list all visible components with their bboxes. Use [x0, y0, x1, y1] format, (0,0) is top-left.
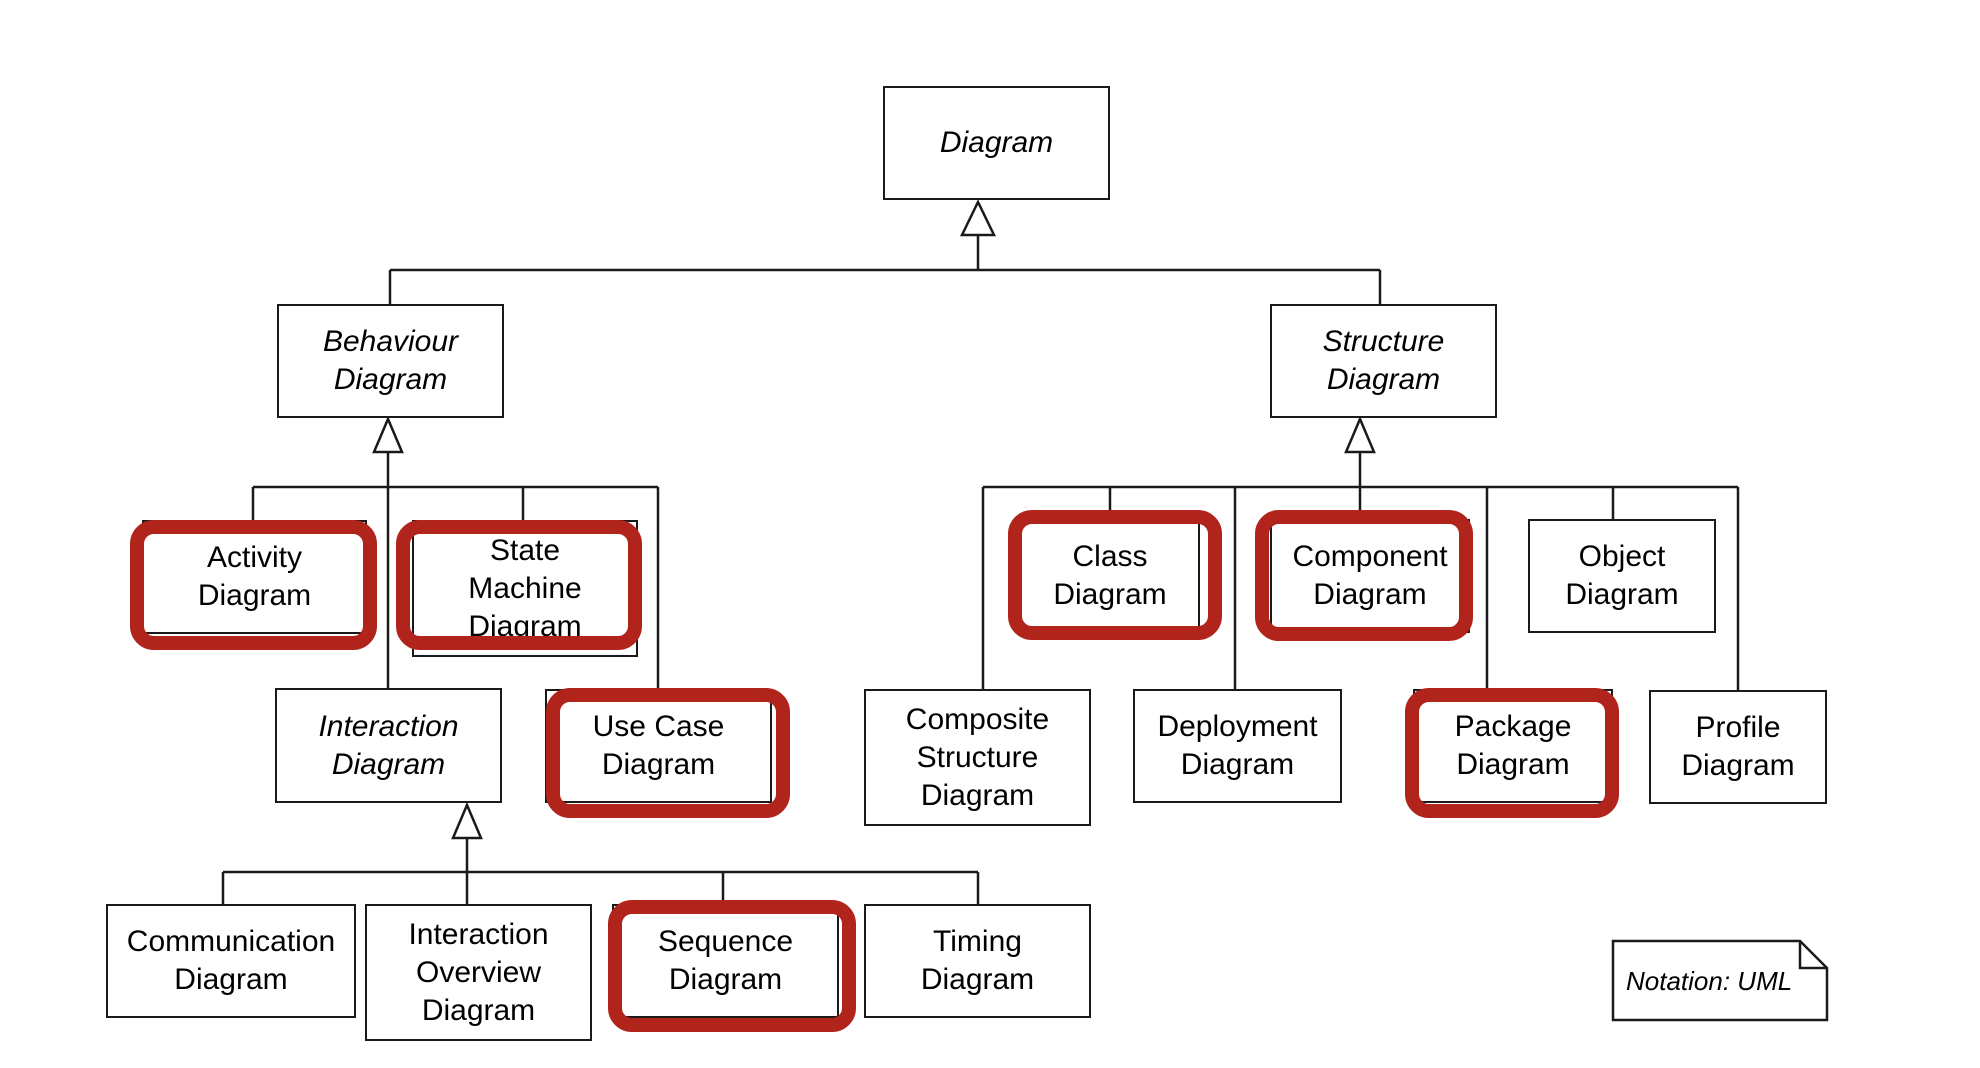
composite-structure-diagram-label: Composite Structure Diagram — [905, 702, 1050, 812]
profile-diagram-node: Profile Diagram — [1649, 690, 1827, 804]
component-diagram-highlight — [1255, 510, 1473, 641]
interaction-overview-diagram-label: Interaction Overview Diagram — [408, 917, 549, 1027]
communication-diagram-node: Communication Diagram — [106, 904, 356, 1018]
interaction-diagram-node: Interaction Diagram — [275, 688, 502, 803]
composite-structure-diagram-node: Composite Structure Diagram — [864, 689, 1091, 826]
package-diagram-highlight — [1405, 688, 1619, 818]
notation-note-text: Notation: UML — [1626, 966, 1793, 996]
activity-diagram-label: Activity Diagram — [197, 541, 312, 612]
activity-diagram-node: Activity Diagram — [142, 520, 367, 634]
structure-diagram-node: Structure Diagram — [1270, 304, 1497, 418]
state-machine-diagram-highlight — [396, 520, 642, 650]
diagram-root-label: Diagram — [939, 126, 1054, 159]
state-machine-diagram-node: State Machine Diagram — [412, 520, 638, 657]
class-diagram-label: Class Diagram — [1053, 540, 1167, 611]
structure-diagram-label: Structure Diagram — [1322, 325, 1445, 396]
package-diagram-node: Package Diagram — [1413, 689, 1613, 803]
interaction-diagram-label: Interaction Diagram — [318, 709, 459, 781]
object-diagram-label: Object Diagram — [1565, 540, 1679, 611]
class-diagram-highlight — [1008, 510, 1222, 640]
interaction-overview-diagram-node: Interaction Overview Diagram — [365, 904, 592, 1041]
behaviour-diagram-node: Behaviour Diagram — [277, 304, 504, 418]
sequence-diagram-node: Sequence Diagram — [612, 904, 839, 1018]
timing-diagram-label: Timing Diagram — [920, 925, 1035, 996]
timing-diagram-node: Timing Diagram — [864, 904, 1091, 1018]
object-diagram-node: Object Diagram — [1528, 519, 1716, 633]
diagram-root-node: Diagram — [883, 86, 1110, 200]
use-case-diagram-highlight — [546, 688, 790, 818]
communication-diagram-label: Communication Diagram — [126, 925, 336, 996]
package-diagram-label: Package Diagram — [1454, 710, 1572, 781]
deployment-diagram-label: Deployment Diagram — [1157, 710, 1318, 781]
behaviour-diagram-label: Behaviour Diagram — [322, 325, 459, 396]
class-diagram-node: Class Diagram — [1020, 519, 1200, 633]
component-diagram-label: Component Diagram — [1292, 540, 1448, 611]
sequence-diagram-label: Sequence Diagram — [657, 925, 794, 996]
sequence-diagram-highlight — [608, 900, 856, 1032]
activity-diagram-highlight — [130, 520, 377, 650]
deployment-diagram-node: Deployment Diagram — [1133, 689, 1342, 803]
use-case-diagram-node: Use Case Diagram — [545, 689, 772, 803]
use-case-diagram-label: Use Case Diagram — [592, 710, 725, 781]
profile-diagram-label: Profile Diagram — [1681, 711, 1795, 782]
